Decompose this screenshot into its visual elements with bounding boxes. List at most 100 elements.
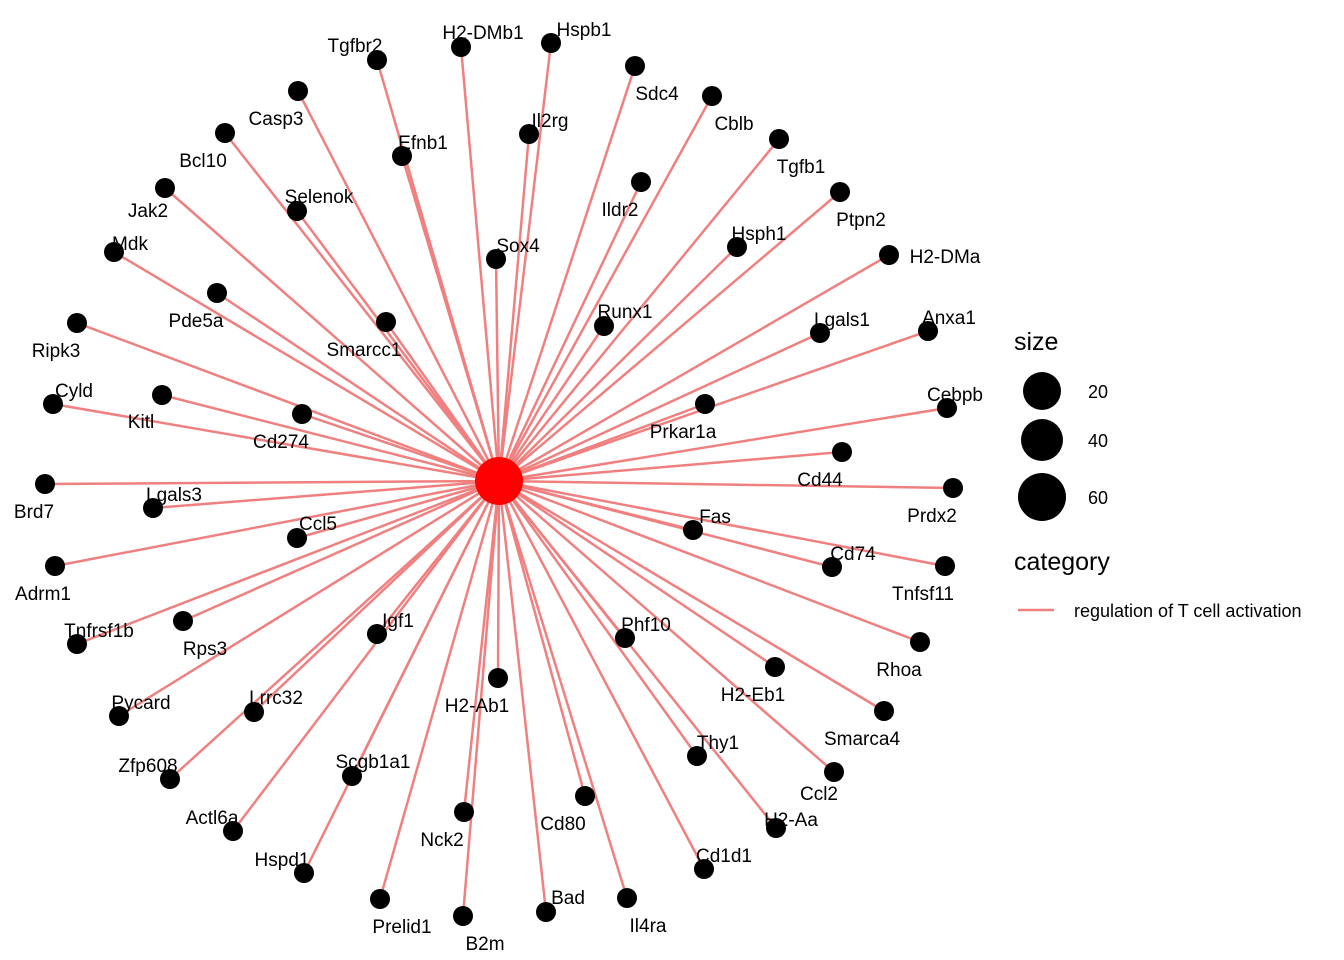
gene-node-cebpb[interactable] [937, 398, 957, 418]
gene-node-phf10[interactable] [615, 628, 635, 648]
gene-node-runx1[interactable] [594, 316, 614, 336]
gene-node-zfp608[interactable] [160, 769, 180, 789]
gene-node-jak2[interactable] [155, 178, 175, 198]
gene-node-cd74[interactable] [822, 557, 842, 577]
gene-node-il4ra[interactable] [617, 888, 637, 908]
gene-node-scgb1a1[interactable] [342, 766, 362, 786]
legend-size-label-20: 20 [1088, 382, 1108, 402]
gene-label-tnfsf11: Tnfsf11 [892, 584, 954, 605]
gene-node-ccl5[interactable] [287, 528, 307, 548]
gene-node-efnb1[interactable] [392, 146, 412, 166]
gene-label-bad: Bad [551, 888, 585, 909]
gene-node-mdk[interactable] [104, 242, 124, 262]
gene-node-thy1[interactable] [687, 746, 707, 766]
gene-label-actl6a: Actl6a [186, 808, 239, 829]
gene-node-lgals1[interactable] [810, 323, 830, 343]
gene-node-hsph1[interactable] [727, 237, 747, 257]
gene-node-fas[interactable] [683, 520, 703, 540]
gene-label-cd274: Cd274 [253, 432, 309, 453]
edge-efnb1 [400, 155, 501, 482]
gene-node-nck2[interactable] [454, 802, 474, 822]
gene-node-tnfrsf1b[interactable] [67, 634, 87, 654]
gene-node-rhoa[interactable] [910, 632, 930, 652]
gene-node-b2m[interactable] [453, 906, 473, 926]
gene-node-cblb[interactable] [702, 86, 722, 106]
gene-node-pycard[interactable] [109, 706, 129, 726]
gene-node-ripk3[interactable] [67, 313, 87, 333]
gene-node-adrm1[interactable] [45, 556, 65, 576]
gene-label-pde5a: Pde5a [169, 311, 224, 332]
edge-b2m [461, 480, 501, 917]
gene-node-selenok[interactable] [287, 201, 307, 221]
gene-node-smarcc1[interactable] [376, 312, 396, 332]
gene-node-bad[interactable] [536, 902, 556, 922]
gene-node-cd1d1[interactable] [694, 859, 714, 879]
gene-node-lrrc32[interactable] [244, 702, 264, 722]
gene-node-actl6a[interactable] [223, 821, 243, 841]
gene-node-tgfb1[interactable] [769, 129, 789, 149]
edge-tgfb1 [498, 138, 780, 482]
gene-node-hspd1[interactable] [294, 863, 314, 883]
edge-h2-eb1 [498, 479, 776, 669]
edge-cd44 [498, 450, 843, 483]
edge-thy1 [497, 480, 699, 757]
edge-kitl [161, 393, 500, 483]
edge-cd274 [301, 412, 500, 483]
gene-node-bcl10[interactable] [215, 123, 235, 143]
gene-node-prkar1a[interactable] [695, 394, 715, 414]
gene-node-pde5a[interactable] [207, 283, 227, 303]
edge-lgals1 [498, 331, 821, 483]
gene-node-h2-eb1[interactable] [765, 657, 785, 677]
gene-node-casp3[interactable] [288, 81, 308, 101]
gene-node-h2-dmb1[interactable] [451, 37, 471, 57]
gene-node-prdx2[interactable] [943, 478, 963, 498]
gene-node-smarca4[interactable] [874, 701, 894, 721]
gene-node-tgfbr2[interactable] [367, 50, 387, 70]
gene-node-ildr2[interactable] [631, 172, 651, 192]
edge-rps3 [182, 479, 500, 623]
legend-category-label: regulation of T cell activation [1074, 601, 1301, 621]
hub-node[interactable] [475, 457, 523, 505]
edge-prkar1a [498, 402, 706, 483]
gene-node-ptpn2[interactable] [830, 182, 850, 202]
edge-tnfrsf1b [76, 479, 500, 646]
edge-adrm1 [54, 479, 500, 568]
gene-label-bcl10: Bcl10 [179, 151, 227, 172]
gene-node-hspb1[interactable] [541, 33, 561, 53]
gene-node-kitl[interactable] [152, 385, 172, 405]
gene-label-cd1d1: Cd1d1 [696, 846, 752, 867]
gene-node-brd7[interactable] [35, 474, 55, 494]
gene-label-cd74: Cd74 [830, 544, 876, 565]
gene-node-h2-aa[interactable] [766, 818, 786, 838]
gene-node-rps3[interactable] [173, 611, 193, 631]
edge-selenok [295, 210, 501, 482]
legend-size-marker-20 [1023, 372, 1061, 410]
gene-node-cd80[interactable] [575, 786, 595, 806]
gene-node-cyld[interactable] [43, 394, 63, 414]
gene-label-igf1: Igf1 [382, 611, 414, 632]
gene-node-h2-ab1[interactable] [488, 668, 508, 688]
edge-actl6a [232, 480, 500, 832]
gene-node-prelid1[interactable] [370, 889, 390, 909]
gene-node-cd274[interactable] [292, 404, 312, 424]
gene-label-hsph1: Hsph1 [732, 224, 787, 245]
gene-node-ccl2[interactable] [824, 762, 844, 782]
gene-node-sox4[interactable] [486, 249, 506, 269]
legend-size-marker-40 [1021, 419, 1063, 461]
gene-label-h2-dmb1: H2-DMb1 [442, 23, 523, 44]
gene-node-anxa1[interactable] [918, 321, 938, 341]
gene-label-h2-ab1: H2-Ab1 [445, 696, 509, 717]
gene-node-igf1[interactable] [367, 624, 387, 644]
gene-node-h2-dma[interactable] [879, 245, 899, 265]
gene-node-lgals3[interactable] [143, 498, 163, 518]
gene-node-cd44[interactable] [832, 442, 852, 462]
edge-casp3 [296, 90, 501, 482]
gene-node-sdc4[interactable] [625, 56, 645, 76]
gene-label-pycard: Pycard [111, 693, 170, 714]
gene-label-zfp608: Zfp608 [118, 756, 177, 777]
edge-cd80 [497, 480, 587, 797]
edge-h2-ab1 [496, 480, 501, 679]
edge-bad [497, 480, 548, 913]
gene-node-il2rg[interactable] [519, 124, 539, 144]
gene-node-tnfsf11[interactable] [935, 556, 955, 576]
